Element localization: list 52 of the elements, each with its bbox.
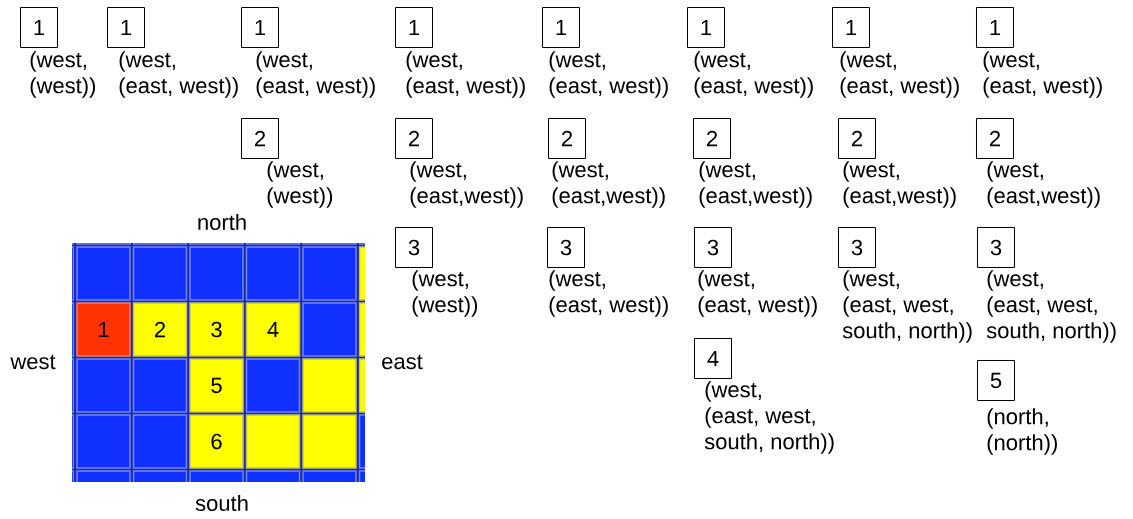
- number-box: 2: [838, 118, 876, 159]
- path-label: (west, (west)): [30, 51, 96, 98]
- number-box: 1: [976, 7, 1014, 48]
- path-label: (west, (east, west)): [119, 51, 238, 98]
- number-box: 1: [107, 7, 145, 48]
- number-box: 1: [832, 7, 870, 48]
- path-label: (west, (east,west)): [552, 161, 665, 208]
- path-label: (west, (east, west, south, north)): [842, 270, 972, 343]
- number-box: 2: [976, 118, 1014, 159]
- number-box: 3: [838, 227, 876, 268]
- number-box: 3: [395, 227, 433, 268]
- number-box: 4: [694, 338, 732, 379]
- grid-cell: 2: [132, 302, 188, 357]
- path-label: (west, (east, west)): [840, 51, 959, 98]
- number-box: 2: [241, 118, 279, 159]
- path-label: (west, (east,west)): [699, 161, 812, 208]
- path-label: (west, (east, west, south, north)): [986, 270, 1116, 343]
- number-box: 1: [241, 7, 279, 48]
- number-box: 3: [547, 227, 585, 268]
- path-label: (west, (east,west)): [843, 161, 956, 208]
- path-label: (west, (east,west)): [987, 161, 1100, 208]
- number-box: 3: [977, 227, 1015, 268]
- number-box: 2: [395, 118, 433, 159]
- grid-cell: 4: [245, 302, 301, 357]
- grid-cell: 5: [189, 358, 244, 413]
- direction-label: west: [10, 354, 56, 370]
- number-box: 5: [977, 360, 1015, 401]
- number-box: 2: [548, 118, 586, 159]
- path-label: (west, (east,west)): [410, 161, 523, 208]
- path-label: (west, (east, west, south, north)): [704, 381, 834, 454]
- path-label: (west, (west)): [267, 161, 333, 208]
- grid-cell: 6: [189, 414, 244, 469]
- grid-cell: 3: [189, 302, 244, 357]
- path-label: (west, (east, west)): [549, 270, 668, 317]
- number-box: 1: [687, 7, 725, 48]
- number-box: 2: [693, 118, 731, 159]
- direction-label: east: [382, 354, 423, 370]
- path-label: (west, (east, west)): [406, 51, 525, 98]
- path-label: (west, (east, west)): [694, 51, 813, 98]
- number-box: 1: [542, 7, 580, 48]
- path-label: (west, (east, west)): [698, 270, 817, 317]
- grid-cell: 1: [76, 302, 131, 357]
- number-box: 1: [395, 7, 433, 48]
- path-label: (north, (north)): [987, 408, 1057, 455]
- path-label: (west, (east, west)): [549, 51, 668, 98]
- number-box: 3: [694, 227, 732, 268]
- path-label: (west, (east, west)): [983, 51, 1102, 98]
- number-box: 1: [20, 7, 58, 48]
- path-label: (west, (east, west)): [256, 51, 375, 98]
- direction-label: north: [198, 213, 246, 231]
- path-label: (west, (west)): [412, 270, 478, 317]
- direction-label: south: [195, 494, 248, 512]
